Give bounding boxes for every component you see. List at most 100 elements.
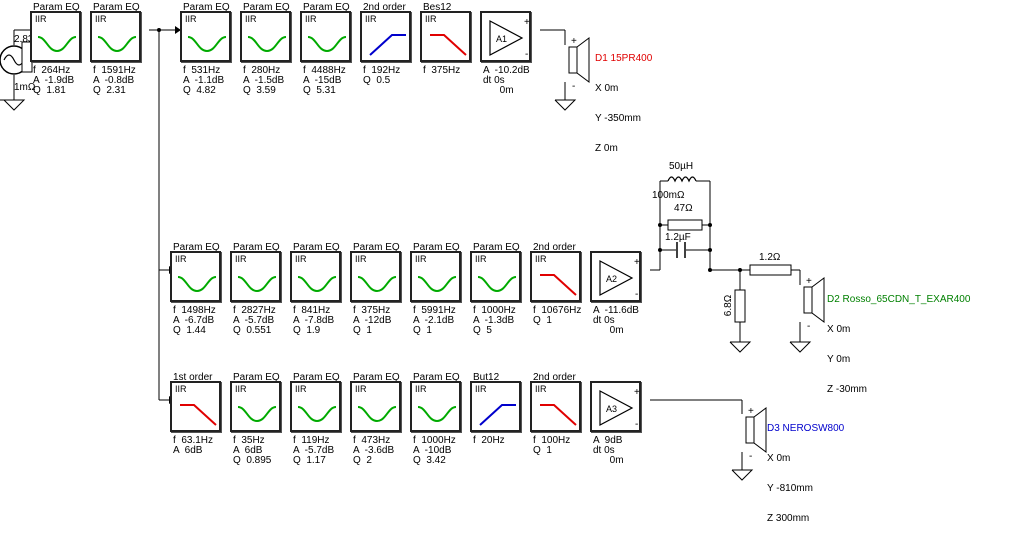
peq-response-icon	[357, 406, 397, 423]
driver-d3-z: Z 300mm	[767, 513, 810, 524]
resistor-shunt-label: 6.8Ω	[723, 294, 735, 317]
block-params: f 192Hz Q 0.5	[363, 65, 401, 86]
peq-response-icon	[297, 406, 337, 423]
filter-block-lp[interactable]: IIR	[530, 381, 581, 432]
filter-block-peq[interactable]: IIR	[30, 11, 81, 62]
inductor-resistance-label: 100mΩ	[652, 190, 685, 201]
filter-block-peq[interactable]: IIR	[290, 251, 341, 302]
peq-response-icon	[357, 276, 397, 293]
svg-text:A3: A3	[606, 404, 617, 414]
filter-block-peq[interactable]: IIR	[170, 251, 221, 302]
lp-response-icon	[540, 274, 577, 296]
arrows	[169, 26, 181, 404]
resistor-parallel-icon[interactable]	[667, 219, 703, 231]
filter-block-peq[interactable]: IIR	[230, 381, 281, 432]
iir-tag: IIR	[35, 14, 47, 24]
svg-text:+: +	[571, 36, 577, 47]
inductor-icon[interactable]	[667, 176, 697, 183]
filter-block-lp[interactable]: IIR	[530, 251, 581, 302]
filter-block-lp[interactable]: IIR	[420, 11, 471, 62]
amplifier-block[interactable]: A2 + -	[590, 251, 641, 302]
resistor-shunt-icon[interactable]	[734, 289, 746, 323]
block-title: 2nd order	[533, 242, 576, 253]
filter-block-peq[interactable]: IIR	[90, 11, 141, 62]
polarity-marks: +- +- +-	[571, 36, 812, 462]
filter-block-hp[interactable]: IIR	[360, 11, 411, 62]
speaker-d2-icon[interactable]	[803, 277, 825, 323]
iir-tag: IIR	[175, 384, 187, 394]
filter-block-peq[interactable]: IIR	[230, 251, 281, 302]
block-title: Param EQ	[413, 242, 460, 253]
block-params: f 280Hz A -1.5dB Q 3.59	[243, 65, 285, 96]
driver-d1[interactable]: D1 15PR400 X 0m Y -350mm Z 0m	[595, 34, 652, 164]
peq-response-icon	[307, 36, 347, 53]
svg-text:-: -	[525, 49, 528, 60]
driver-d1-name: D1 15PR400	[595, 53, 653, 64]
block-params: f 2827Hz A -5.7dB Q 0.551	[233, 305, 276, 336]
ground-icon	[731, 469, 754, 481]
iir-tag: IIR	[355, 254, 367, 264]
block-params: f 4488Hz A -15dB Q 5.31	[303, 65, 346, 96]
filter-block-peq[interactable]: IIR	[350, 381, 401, 432]
block-params: f 5991Hz A -2.1dB Q 1	[413, 305, 456, 336]
block-title: 1st order	[173, 372, 213, 383]
svg-text:-: -	[635, 289, 638, 300]
filter-block-peq[interactable]: IIR	[470, 251, 521, 302]
filter-block-peq[interactable]: IIR	[290, 381, 341, 432]
svg-text:+: +	[634, 257, 640, 268]
iir-tag: IIR	[235, 254, 247, 264]
iir-tag: IIR	[365, 14, 377, 24]
iir-tag: IIR	[305, 14, 317, 24]
block-title: Param EQ	[413, 372, 460, 383]
driver-d1-y: Y -350mm	[595, 113, 641, 124]
filter-block-peq[interactable]: IIR	[350, 251, 401, 302]
filter-block-peq[interactable]: IIR	[410, 251, 461, 302]
ground-icon	[3, 99, 26, 111]
svg-text:+: +	[524, 17, 530, 28]
filter-block-peq[interactable]: IIR	[300, 11, 351, 62]
peq-response-icon	[417, 406, 457, 423]
amplifier-block[interactable]: A3+-	[590, 381, 641, 432]
amplifier-block[interactable]: A1+-	[480, 11, 531, 62]
source-resistance: 1mΩ	[14, 82, 36, 93]
capacitor-label: 1.2µF	[665, 232, 691, 243]
block-title: Param EQ	[183, 2, 230, 13]
block-params: A 9dB dt 0s 0m	[593, 435, 624, 466]
block-title: 2nd order	[363, 2, 406, 13]
capacitor-icon[interactable]	[676, 242, 686, 258]
block-params: f 20Hz	[473, 435, 505, 446]
block-title: Param EQ	[303, 2, 350, 13]
filter-block-peq[interactable]: IIR	[180, 11, 231, 62]
block-title: Param EQ	[33, 2, 80, 13]
resistor-series-icon[interactable]	[749, 264, 792, 276]
block-title: But12	[473, 372, 500, 383]
peq-response-icon	[237, 276, 277, 293]
driver-d1-z: Z 0m	[595, 143, 618, 154]
iir-tag: IIR	[235, 384, 247, 394]
filter-block-peq[interactable]: IIR	[410, 381, 461, 432]
block-params: f 100Hz Q 1	[533, 435, 571, 456]
filter-block-lp[interactable]: IIR	[170, 381, 221, 432]
block-title: 2nd order	[533, 372, 576, 383]
inductor-label: 50µH	[669, 161, 694, 172]
filter-block-hp[interactable]: IIR	[470, 381, 521, 432]
block-params: f 375Hz	[423, 65, 461, 76]
driver-d3[interactable]: D3 NEROSW800 X 0m Y -810mm Z 300mm	[767, 404, 844, 534]
block-params: f 1000Hz A -10dB Q 3.42	[413, 435, 456, 466]
iir-tag: IIR	[295, 254, 307, 264]
iir-tag: IIR	[355, 384, 367, 394]
speaker-d1-icon[interactable]	[568, 37, 590, 83]
amplifier-icon: A3+-	[599, 387, 640, 430]
iir-tag: IIR	[535, 254, 547, 264]
block-title: Param EQ	[353, 242, 400, 253]
block-params: A -11.6dB dt 0s 0m	[593, 305, 639, 336]
block-title: Param EQ	[173, 242, 220, 253]
speaker-d3-icon[interactable]	[745, 407, 767, 453]
driver-d2[interactable]: D2 Rosso_65CDN_T_EXAR400 X 0m Y 0m Z -30…	[827, 275, 970, 405]
filter-block-peq[interactable]: IIR	[240, 11, 291, 62]
svg-text:+: +	[748, 406, 754, 417]
svg-text:A2: A2	[606, 274, 617, 284]
amplifier-icon: A1+-	[489, 17, 530, 60]
iir-tag: IIR	[245, 14, 257, 24]
block-params: f 10676Hz Q 1	[533, 305, 582, 326]
